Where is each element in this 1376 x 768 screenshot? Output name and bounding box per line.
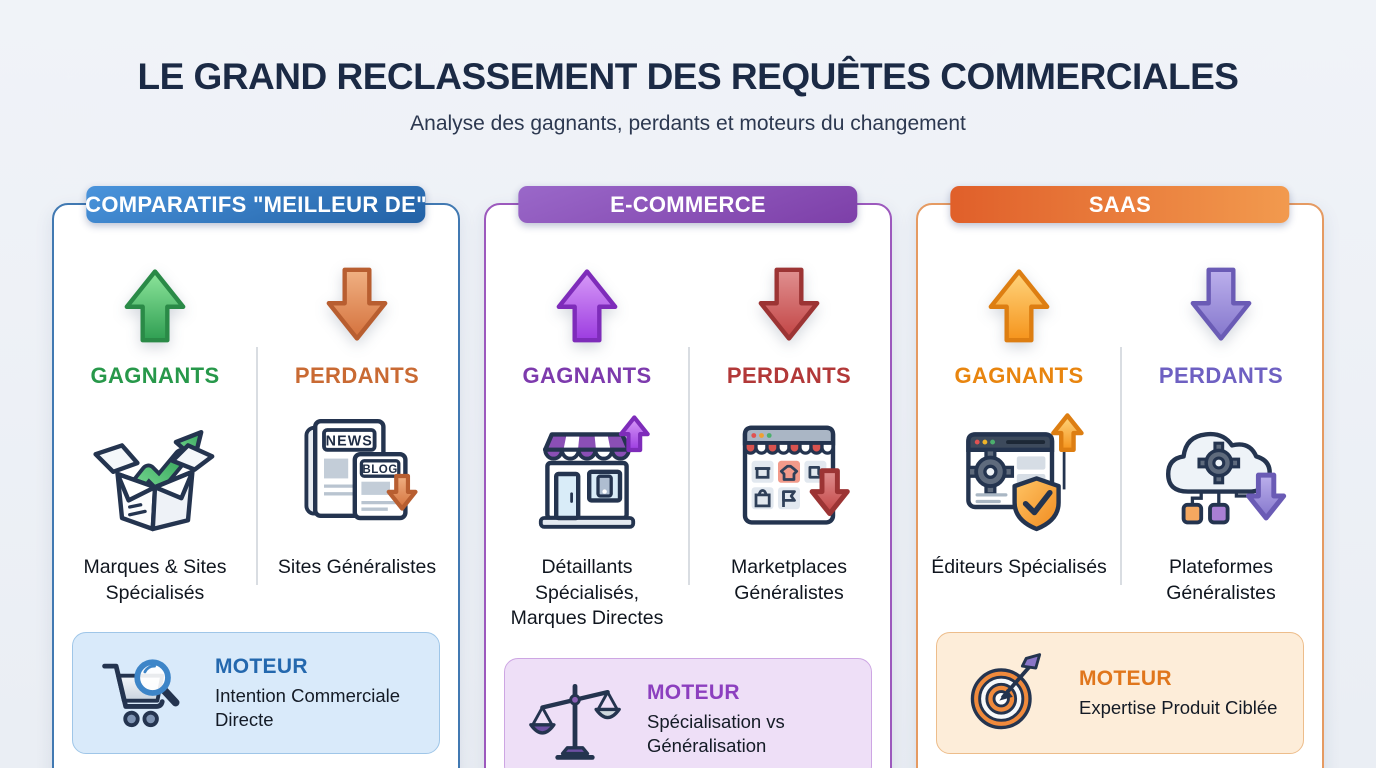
- svg-text:BLOG: BLOG: [362, 464, 398, 476]
- card-ecommerce-header: E-COMMERCE: [518, 186, 858, 223]
- cloud-platform-down-icon: [1166, 431, 1287, 525]
- news-blog-decline-icon: NEWS BLOG: [304, 419, 418, 521]
- winners-caption: Détaillants Spécialisés, Marques Directe…: [510, 556, 664, 630]
- down-arrow-icon: [758, 267, 820, 341]
- page-title: LE GRAND RECLASSEMENT DES REQUÊTES COMME…: [137, 56, 1239, 97]
- winners-caption: Marques & Sites Spécialisés: [83, 556, 227, 604]
- winners-column: GAGNANTS: [486, 245, 688, 632]
- card-comparatifs-header: COMPARATIFS "MEILLEUR DE": [85, 186, 427, 223]
- losers-column: PERDANTS: [688, 245, 890, 632]
- losers-column: PERDANTS: [1120, 245, 1322, 606]
- card-saas: SAAS GAGNANTS: [916, 186, 1324, 768]
- driver-box: MOTEUR Spécialisation vs Généralisation: [504, 658, 872, 768]
- driver-label: MOTEUR: [215, 654, 308, 678]
- up-arrow-icon: [124, 269, 186, 343]
- driver-desc: Intention Commerciale Directe: [215, 684, 401, 730]
- losers-caption: Plateformes Généralistes: [1166, 556, 1276, 604]
- svg-text:NEWS: NEWS: [326, 433, 373, 449]
- driver-label: MOTEUR: [647, 680, 740, 704]
- page-subtitle: Analyse des gagnants, perdants et moteur…: [410, 112, 966, 135]
- driver-box: MOTEUR Intention Commerciale Directe: [72, 632, 440, 755]
- losers-label: PERDANTS: [1158, 363, 1284, 388]
- software-shield-up-icon: [966, 413, 1084, 532]
- winners-label: GAGNANTS: [954, 363, 1084, 388]
- driver-label: MOTEUR: [1079, 666, 1172, 690]
- column-divider: [688, 347, 690, 585]
- winners-label: GAGNANTS: [522, 363, 652, 388]
- winners-caption: Éditeurs Spécialisés: [931, 556, 1107, 578]
- losers-caption: Marketplaces Généralistes: [731, 556, 847, 604]
- target-dart-icon: [970, 653, 1042, 730]
- card-saas-columns: GAGNANTS: [918, 245, 1322, 606]
- up-arrow-icon: [556, 269, 618, 343]
- losers-label: PERDANTS: [726, 363, 852, 388]
- winners-label: GAGNANTS: [90, 363, 220, 388]
- column-divider: [1120, 347, 1122, 585]
- card-ecommerce: E-COMMERCE GAGNANTS: [484, 186, 892, 768]
- driver-desc: Spécialisation vs Généralisation: [647, 710, 785, 756]
- losers-caption: Sites Généralistes: [277, 556, 437, 578]
- driver-box: MOTEUR Expertise Produit Ciblée: [936, 632, 1304, 755]
- storefront-up-icon: [538, 415, 650, 529]
- losers-label: PERDANTS: [294, 363, 420, 388]
- balance-scale-icon: [529, 684, 621, 761]
- card-ecommerce-columns: GAGNANTS: [486, 245, 890, 632]
- driver-desc: Expertise Produit Ciblée: [1079, 696, 1278, 718]
- card-comparatifs-columns: GAGNANTS: [54, 245, 458, 606]
- down-arrow-icon: [1190, 267, 1252, 341]
- up-arrow-icon: [988, 269, 1050, 343]
- open-box-growth-icon: [93, 430, 215, 532]
- card-comparatifs: COMPARATIFS "MEILLEUR DE" GAGNANTS: [52, 186, 460, 768]
- column-divider: [256, 347, 258, 585]
- cards-row: COMPARATIFS "MEILLEUR DE" GAGNANTS: [52, 186, 1324, 768]
- winners-column: GAGNANTS: [54, 245, 256, 606]
- winners-column: GAGNANTS: [918, 245, 1120, 606]
- losers-column: PERDANTS NEWS: [256, 245, 458, 606]
- cart-magnifier-icon: [102, 659, 180, 728]
- down-arrow-icon: [326, 267, 388, 341]
- marketplace-down-icon: [742, 425, 850, 525]
- card-saas-header: SAAS: [950, 186, 1290, 223]
